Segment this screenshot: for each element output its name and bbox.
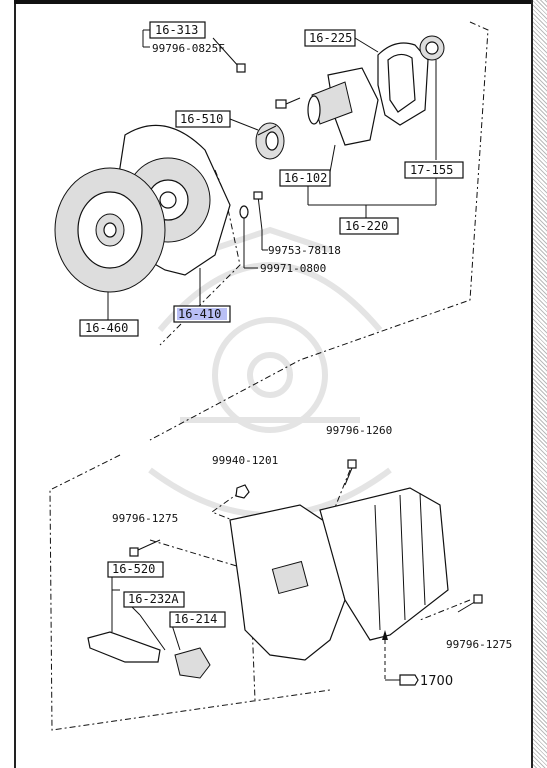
bolt-99796-1275-right: [457, 594, 483, 613]
bolt-99753-78118: [239, 191, 263, 231]
label-16-520[interactable]: 16-520: [107, 561, 164, 578]
label-16-510-text: 16-510: [180, 112, 223, 126]
bolt-guide-1275b: [419, 599, 471, 621]
label-16-520-text: 16-520: [112, 562, 155, 576]
label-16-220-text: 16-220: [345, 219, 388, 233]
lower-assembly-boundary: [49, 454, 331, 731]
label-16-510[interactable]: 16-510: [175, 110, 231, 128]
clutch-disc-16-460: [54, 167, 166, 293]
label-99971-0800[interactable]: 99971-0800: [260, 262, 326, 275]
bolt-guide-1275a: [149, 539, 256, 701]
leader-lines: [107, 29, 437, 651]
label-17-155[interactable]: 17-155: [404, 161, 464, 179]
label-16-313[interactable]: 16-313: [149, 21, 206, 39]
bolt-99796-1275-left: [129, 539, 161, 557]
dust-boot-16-214: [174, 647, 211, 679]
label-16-232A[interactable]: 16-232A: [123, 591, 185, 608]
label-99753-78118[interactable]: 99753-78118: [268, 244, 341, 257]
top-bar: [14, 0, 531, 4]
label-99796-0825F-text: 99796-0825F: [152, 42, 225, 55]
label-99796-0825F[interactable]: 99796-0825F: [152, 42, 225, 55]
label-16-460-text: 16-460: [85, 321, 128, 335]
transmission-housing: [229, 487, 449, 661]
label-16-102-text: 16-102: [284, 171, 327, 185]
label-99796-1260[interactable]: 99796-1260: [326, 424, 392, 437]
upper-assembly-boundary: [149, 21, 489, 441]
label-99940-1201-text: 99940-1201: [212, 454, 278, 467]
label-99971-0800-text: 99971-0800: [260, 262, 326, 275]
oil-seal-17-155: [419, 35, 445, 61]
nut-99940-1201: [235, 484, 250, 499]
label-16-225-text: 16-225: [309, 31, 352, 45]
label-99796-1260-text: 99796-1260: [326, 424, 392, 437]
bolt-99796-1260: [344, 459, 357, 486]
label-16-313-text: 16-313: [155, 23, 198, 37]
cover-16-225: [377, 42, 429, 126]
frame-left-edge: [0, 0, 16, 768]
label-16-102[interactable]: 16-102: [279, 169, 331, 187]
label-99796-1275-left-text: 99796-1275: [112, 512, 178, 525]
label-16-232A-text: 16-232A: [128, 592, 179, 606]
label-16-214[interactable]: 16-214: [169, 611, 226, 628]
label-16-220[interactable]: 16-220: [339, 217, 399, 235]
bolt-16-313: [212, 37, 246, 73]
label-99940-1201[interactable]: 99940-1201: [212, 454, 278, 467]
label-16-410-highlighted[interactable]: 16-410: [173, 305, 231, 323]
label-17-155-text: 17-155: [410, 163, 453, 177]
bearing-retainer-16-102: [275, 67, 379, 146]
watermark-logo: [148, 226, 392, 518]
label-1700[interactable]: 1700: [420, 674, 453, 689]
label-16-460[interactable]: 16-460: [79, 319, 139, 337]
label-16-410-text: 16-410: [178, 307, 221, 321]
reference-arrow-1700: [382, 630, 419, 686]
label-1700-text: 1700: [420, 674, 453, 689]
label-16-225[interactable]: 16-225: [304, 29, 356, 47]
label-16-214-text: 16-214: [174, 612, 217, 626]
label-99796-1275-right[interactable]: 99796-1275: [446, 638, 512, 651]
label-99796-1275-right-text: 99796-1275: [446, 638, 512, 651]
label-99796-1275-left[interactable]: 99796-1275: [112, 512, 178, 525]
release-fork-16-520: [87, 614, 166, 663]
label-99753-78118-text: 99753-78118: [268, 244, 341, 257]
release-bearing-16-510: [255, 122, 285, 160]
frame-right-edge: [531, 0, 547, 768]
